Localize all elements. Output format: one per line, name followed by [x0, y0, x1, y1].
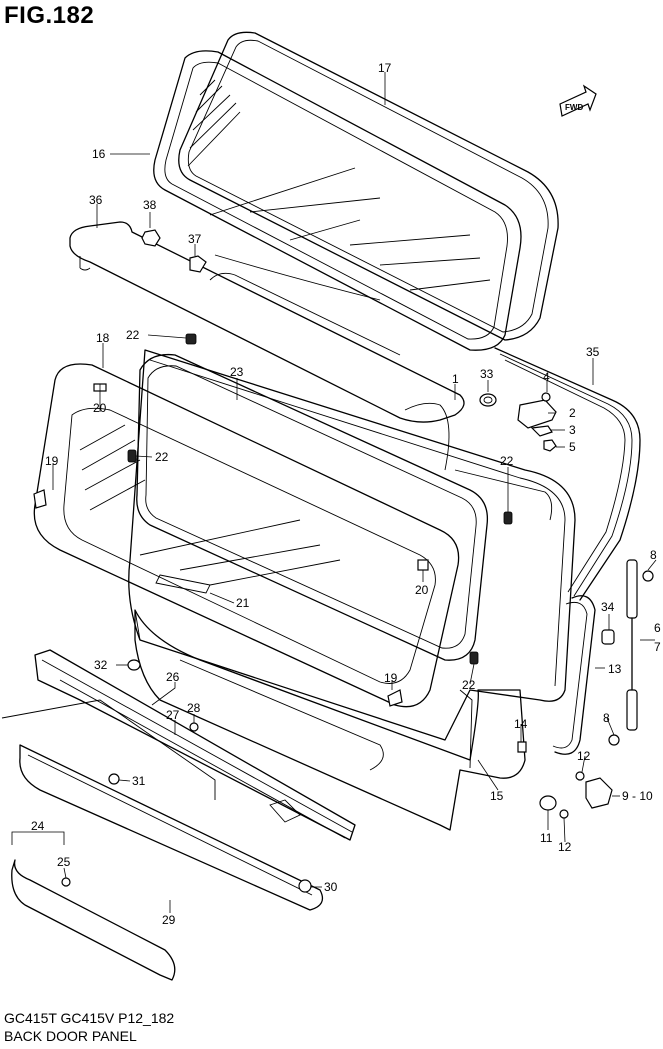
callout-14: 14	[514, 717, 528, 731]
callout-19a: 19	[45, 454, 59, 468]
callout-16: 16	[92, 147, 106, 161]
gas-strut-6-7-part[interactable]	[626, 559, 638, 731]
callout-19b: 19	[384, 671, 398, 685]
callout-13: 13	[608, 662, 622, 676]
leader-lines	[11, 72, 657, 913]
nut-28-part[interactable]	[189, 722, 199, 732]
callout-4: 4	[543, 370, 550, 384]
callout-15: 15	[490, 789, 504, 803]
back-door-panel-part[interactable]	[128, 349, 576, 741]
bolt-8b-part[interactable]	[608, 734, 620, 746]
back-door-glass-part[interactable]	[153, 50, 522, 351]
callout-22c: 22	[500, 454, 514, 468]
clip-19a-part[interactable]	[33, 489, 47, 509]
clip-25-part[interactable]	[61, 877, 71, 887]
bolt-4-part[interactable]	[541, 392, 551, 402]
callout-31: 31	[132, 774, 146, 788]
clip-22a-part[interactable]	[185, 333, 197, 345]
callout-24: 24	[31, 819, 45, 833]
fwd-arrow-icon: FWD	[559, 84, 597, 117]
callout-22a: 22	[126, 328, 140, 342]
back-door-lower-trim-part[interactable]	[134, 609, 526, 831]
callout-8a: 8	[650, 548, 657, 562]
callout-29: 29	[162, 913, 176, 927]
callout-21: 21	[236, 596, 250, 610]
rear-spoiler-part[interactable]	[69, 221, 465, 471]
clip-22c-part[interactable]	[503, 511, 513, 525]
callout-30: 30	[324, 880, 338, 894]
callout-32: 32	[94, 658, 108, 672]
callout-37: 37	[188, 232, 202, 246]
clip-30-part[interactable]	[298, 879, 312, 893]
bump-stop-34-part[interactable]	[601, 629, 615, 645]
callout-7: 7	[654, 640, 661, 654]
svg-text:FWD: FWD	[565, 103, 583, 112]
callout-1: 1	[452, 372, 459, 386]
clip-19b-part[interactable]	[387, 689, 403, 707]
callout-17: 17	[378, 61, 392, 75]
weatherstrip-inner-part[interactable]	[136, 353, 489, 661]
callout-23: 23	[230, 365, 244, 379]
callout-labels: 17 16 36 38 37 22 18 23 1 33 4 35 2 3 5 …	[31, 61, 661, 927]
callout-12a: 12	[577, 749, 591, 763]
bolt-12a-part[interactable]	[575, 771, 585, 781]
bolt-12b-part[interactable]	[559, 809, 569, 819]
callout-3: 3	[569, 423, 576, 437]
lower-garnish-part[interactable]	[11, 744, 324, 981]
clip-37-part[interactable]	[189, 255, 207, 273]
nut-38-part[interactable]	[141, 229, 161, 247]
callout-26: 26	[166, 670, 180, 684]
clip-14-part[interactable]	[517, 741, 527, 753]
weatherstrip-outer-part[interactable]	[178, 31, 559, 341]
callout-35: 35	[586, 345, 600, 359]
callout-22b: 22	[155, 450, 169, 464]
model-line-caption: GC415T GC415V P12_182	[4, 1010, 175, 1026]
callout-25: 25	[57, 855, 71, 869]
bolt-8a-part[interactable]	[642, 570, 654, 582]
latch-9-10-part[interactable]	[585, 777, 613, 809]
callout-8b: 8	[603, 711, 610, 725]
callout-20a: 20	[93, 401, 107, 415]
clip-22d-part[interactable]	[469, 651, 479, 665]
callout-34: 34	[601, 600, 615, 614]
clip-20b-part[interactable]	[417, 559, 429, 571]
callout-9-10: 9 - 10	[622, 789, 653, 803]
clip-22b-part[interactable]	[127, 449, 137, 463]
hinge-2-part[interactable]	[517, 399, 557, 429]
callout-38: 38	[143, 198, 157, 212]
callout-33: 33	[480, 367, 494, 381]
callout-22d: 22	[462, 678, 476, 692]
bumper-11-part[interactable]	[539, 795, 557, 811]
nut-5-part[interactable]	[543, 439, 557, 452]
callout-6: 6	[654, 621, 661, 635]
side-seal-part[interactable]	[552, 595, 596, 755]
callout-27: 27	[166, 708, 180, 722]
callout-11: 11	[540, 831, 553, 845]
callout-2: 2	[569, 406, 576, 420]
callout-28: 28	[187, 701, 201, 715]
bumper-33-part[interactable]	[479, 393, 497, 407]
figure-name-caption: BACK DOOR PANEL	[4, 1028, 137, 1044]
figure-title: FIG.182	[4, 2, 95, 29]
back-door-garnish-part[interactable]	[34, 649, 356, 841]
callout-36: 36	[89, 193, 103, 207]
callout-12b: 12	[558, 840, 572, 854]
clip-31-part[interactable]	[108, 773, 120, 785]
nut-32-part[interactable]	[127, 659, 141, 671]
callout-5: 5	[569, 440, 576, 454]
callout-18: 18	[96, 331, 110, 345]
bracket-3-part[interactable]	[530, 425, 553, 437]
door-opening-weatherstrip-part[interactable]	[494, 347, 641, 601]
callout-20b: 20	[415, 583, 429, 597]
